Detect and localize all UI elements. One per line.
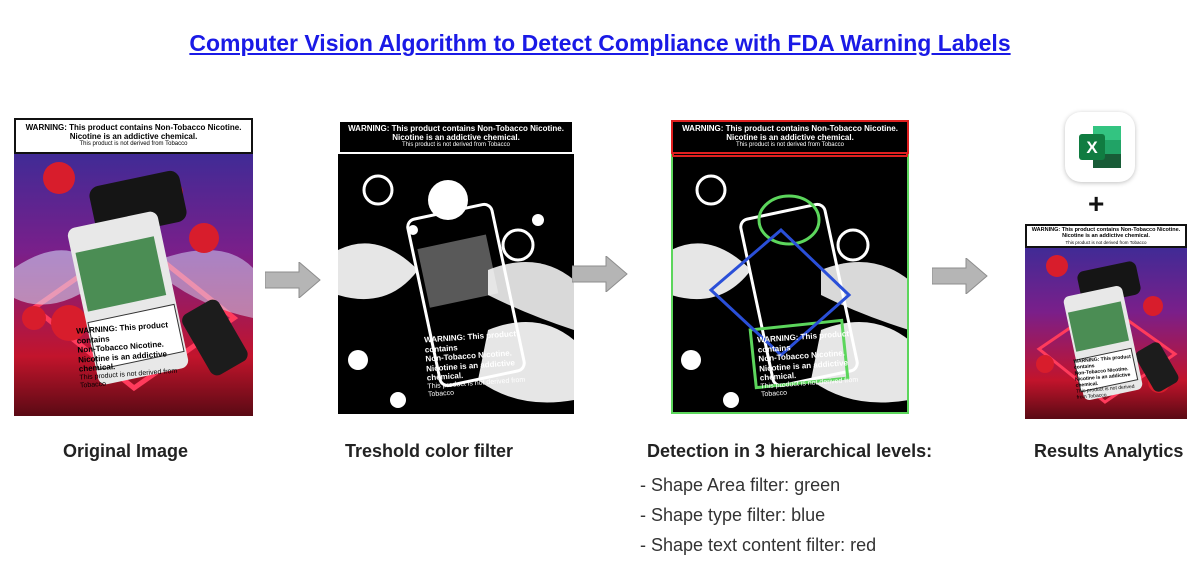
- excel-icon: X: [1065, 112, 1135, 182]
- detection-photo: [671, 120, 909, 414]
- results-photo: [1025, 224, 1187, 419]
- plus-icon: +: [1088, 188, 1105, 219]
- warning-line-2: Nicotine is an addictive chemical.: [69, 132, 198, 142]
- filter-list: - Shape Area filter: green - Shape type …: [640, 470, 876, 560]
- excel-letter: X: [1086, 138, 1098, 157]
- results-warning-line-3: This product is not derived from Tobacco: [1065, 239, 1147, 245]
- threshold-product-label: WARNING: This product contains Non-Tobac…: [424, 329, 528, 401]
- threshold-warning-banner: WARNING: This product contains Non-Tobac…: [338, 120, 574, 154]
- page-title[interactable]: Computer Vision Algorithm to Detect Comp…: [189, 30, 1011, 56]
- threshold-warning-line-1: WARNING: This product contains Non-Tobac…: [348, 124, 564, 133]
- detection-image: WARNING: This product contains Non-Tobac…: [671, 120, 909, 414]
- detection-warning-banner: WARNING: This product contains Non-Tobac…: [671, 120, 909, 154]
- green-detection-box: [757, 194, 821, 246]
- threshold-warning-line-2: Nicotine is an addictive chemical.: [392, 133, 520, 143]
- step-caption-original: Original Image: [63, 441, 189, 461]
- warning-line-1: WARNING: This product contains Non-Tobac…: [25, 123, 242, 132]
- threshold-warning-line-3: This product is not derived from Tobacco: [402, 142, 510, 149]
- threshold-image: WARNING: This product contains Non-Tobac…: [338, 120, 574, 414]
- warning-banner: WARNING: This product contains Non-Tobac…: [14, 118, 253, 154]
- results-product-label: WARNING: This product contains Non-Tobac…: [1073, 353, 1142, 401]
- warning-line-3: This product is not derived from Tobacco: [79, 141, 188, 148]
- detection-warning-line-2: Nicotine is an addictive chemical.: [726, 133, 854, 143]
- detection-product-label: WARNING: This product contains Non-Tobac…: [757, 329, 861, 401]
- filter-item-green: - Shape Area filter: green: [640, 475, 841, 495]
- step-caption-threshold: Treshold color filter: [345, 441, 514, 461]
- threshold-photo: [338, 120, 574, 414]
- results-warning-banner: WARNING: This product contains Non-Tobac…: [1025, 224, 1187, 248]
- detection-warning-line-1: WARNING: This product contains Non-Tobac…: [682, 124, 898, 133]
- arrow-right-icon: [932, 258, 988, 294]
- original-product-photo: [14, 118, 253, 416]
- results-image: WARNING: This product contains Non-Tobac…: [1025, 224, 1187, 419]
- original-image: WARNING: This product contains Non-Tobac…: [14, 118, 253, 416]
- results-warning-line-2: Nicotine is an addictive chemical.: [1062, 233, 1150, 240]
- arrow-right-icon: [572, 256, 628, 292]
- detection-warning-line-3: This product is not derived from Tobacco: [736, 142, 844, 149]
- results-warning-line-1: WARNING: This product contains Non-Tobac…: [1031, 227, 1181, 233]
- product-label: WARNING: This product contains Non-Tobac…: [76, 319, 184, 391]
- filter-item-blue: - Shape type filter: blue: [640, 505, 826, 525]
- step-caption-results: Results Analytics: [1034, 441, 1184, 461]
- arrow-right-icon: [265, 262, 321, 298]
- filter-item-red: - Shape text content filter: red: [640, 535, 877, 555]
- excel-logo: X: [1079, 126, 1121, 168]
- step-caption-detection: Detection in 3 hierarchical levels:: [647, 441, 933, 461]
- blue-detection-box: [708, 227, 852, 358]
